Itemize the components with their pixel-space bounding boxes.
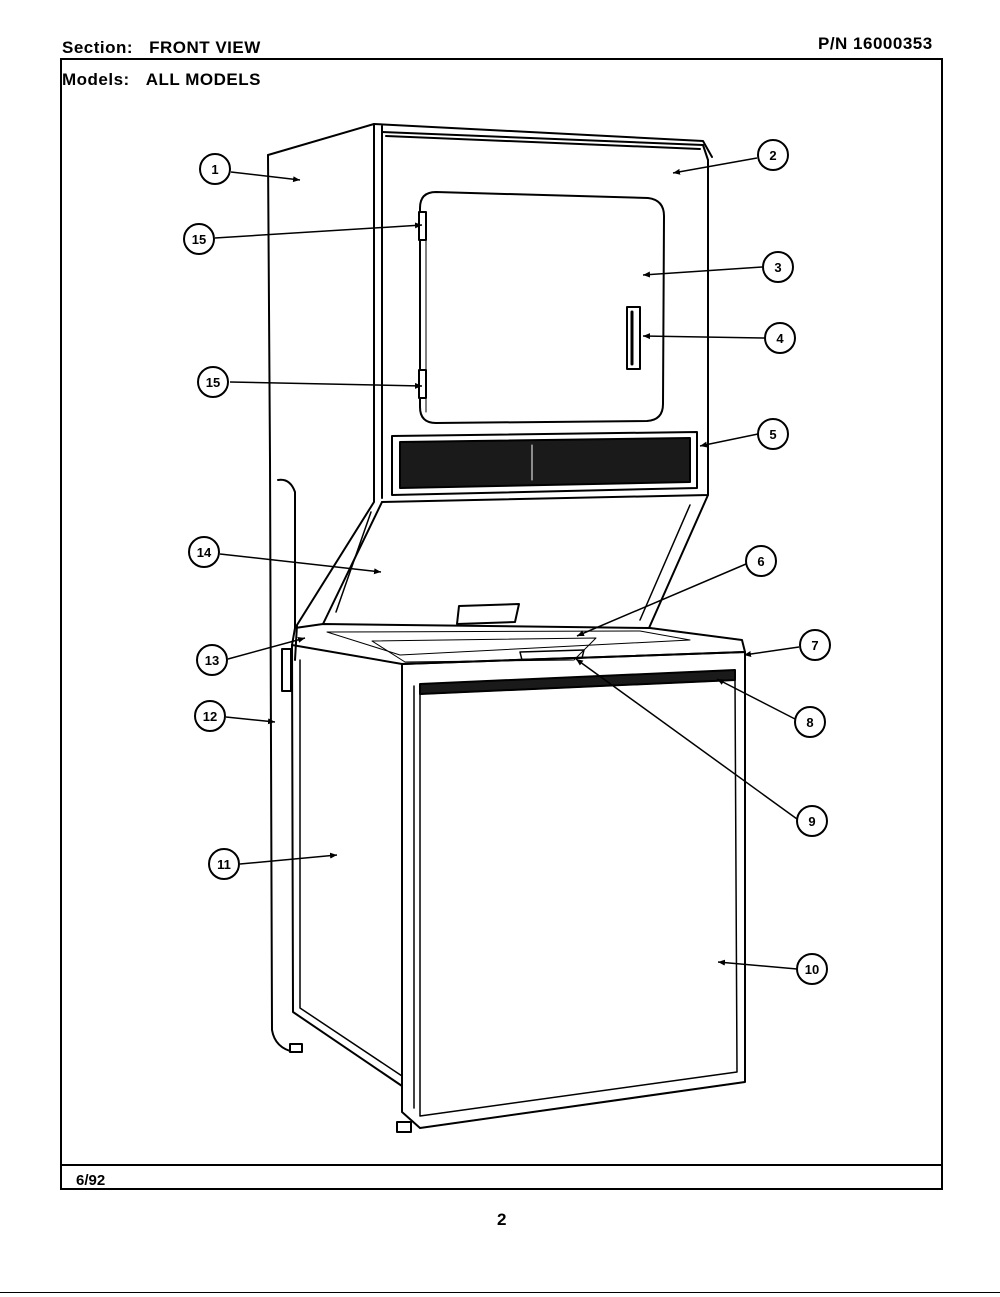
models-value: ALL MODELS <box>145 70 261 89</box>
door-hinge-upper <box>418 211 427 241</box>
leader-line-9 <box>575 658 798 820</box>
callout-15-lower: 15 <box>197 366 229 398</box>
control-panel <box>391 431 698 496</box>
door-hinge-lower <box>418 369 427 399</box>
leader-line-4 <box>642 333 766 340</box>
leader-line-14 <box>219 553 382 575</box>
dryer-front-panel <box>381 131 709 503</box>
callout-7-number: 7 <box>811 638 818 653</box>
callout-12-number: 12 <box>203 709 217 724</box>
callout-10: 10 <box>796 953 828 985</box>
callout-11-number: 11 <box>217 857 231 872</box>
callout-5: 5 <box>757 418 789 450</box>
callout-9: 9 <box>796 805 828 837</box>
callout-1-number: 1 <box>211 162 218 177</box>
leader-line-8 <box>716 678 796 720</box>
page-number: 2 <box>497 1210 507 1229</box>
callout-8-number: 8 <box>806 715 813 730</box>
leader-line-1 <box>230 171 301 183</box>
footer-divider <box>60 1164 943 1166</box>
leader-lines <box>214 157 800 970</box>
leader-line-3 <box>642 266 763 278</box>
leader-line-13 <box>227 636 306 660</box>
callout-10-number: 10 <box>805 962 819 977</box>
washer-lid-hinge <box>281 648 292 692</box>
callout-6: 6 <box>745 545 777 577</box>
callout-15-lower-number: 15 <box>206 375 220 390</box>
callout-14: 14 <box>188 536 220 568</box>
washer-top <box>291 623 746 665</box>
callout-1: 1 <box>199 153 231 185</box>
page-bottom-rule <box>0 1292 1000 1293</box>
callout-8: 8 <box>794 706 826 738</box>
callout-2: 2 <box>757 139 789 171</box>
door-handle <box>626 306 641 370</box>
section-label: Section: <box>62 38 134 57</box>
leader-line-15a <box>214 222 423 239</box>
callout-2-number: 2 <box>769 148 776 163</box>
callout-11: 11 <box>208 848 240 880</box>
callout-13: 13 <box>196 644 228 676</box>
callout-5-number: 5 <box>769 427 776 442</box>
models-label: Models: <box>62 70 130 89</box>
callout-7: 7 <box>799 629 831 661</box>
callout-15-upper-number: 15 <box>192 232 206 247</box>
callout-3: 3 <box>762 251 794 283</box>
washer-front-panel <box>401 651 746 1129</box>
callout-6-number: 6 <box>757 554 764 569</box>
leader-line-11 <box>239 852 338 865</box>
section-heading: Section: FRONT VIEW <box>62 38 261 58</box>
leader-line-5 <box>699 433 759 448</box>
callout-markers: 1 2 3 4 5 6 7 8 <box>183 139 831 985</box>
washer-feet <box>289 1043 412 1133</box>
diagram-frame <box>60 58 943 1190</box>
date-code: 6/92 <box>76 1172 106 1189</box>
cabinet-side-panel <box>267 123 713 661</box>
section-value: FRONT VIEW <box>149 38 261 57</box>
models-heading: Models: ALL MODELS <box>62 70 261 90</box>
leader-line-15b <box>229 381 423 389</box>
leader-line-6 <box>576 563 747 637</box>
leader-line-10 <box>717 959 798 970</box>
callout-13-number: 13 <box>205 653 219 668</box>
callout-3-number: 3 <box>774 260 781 275</box>
part-number: P/N 16000353 <box>818 34 933 53</box>
lower-front-panel <box>322 494 709 629</box>
callout-4: 4 <box>764 322 796 354</box>
leader-line-7 <box>743 646 800 657</box>
callout-9-number: 9 <box>808 814 815 829</box>
leader-line-2 <box>672 157 758 175</box>
callout-4-number: 4 <box>776 331 784 346</box>
washer-side-panel <box>269 459 403 1087</box>
callout-14-number: 14 <box>197 545 212 560</box>
callout-15-upper: 15 <box>183 223 215 255</box>
leader-line-12 <box>225 716 276 725</box>
callout-12: 12 <box>194 700 226 732</box>
